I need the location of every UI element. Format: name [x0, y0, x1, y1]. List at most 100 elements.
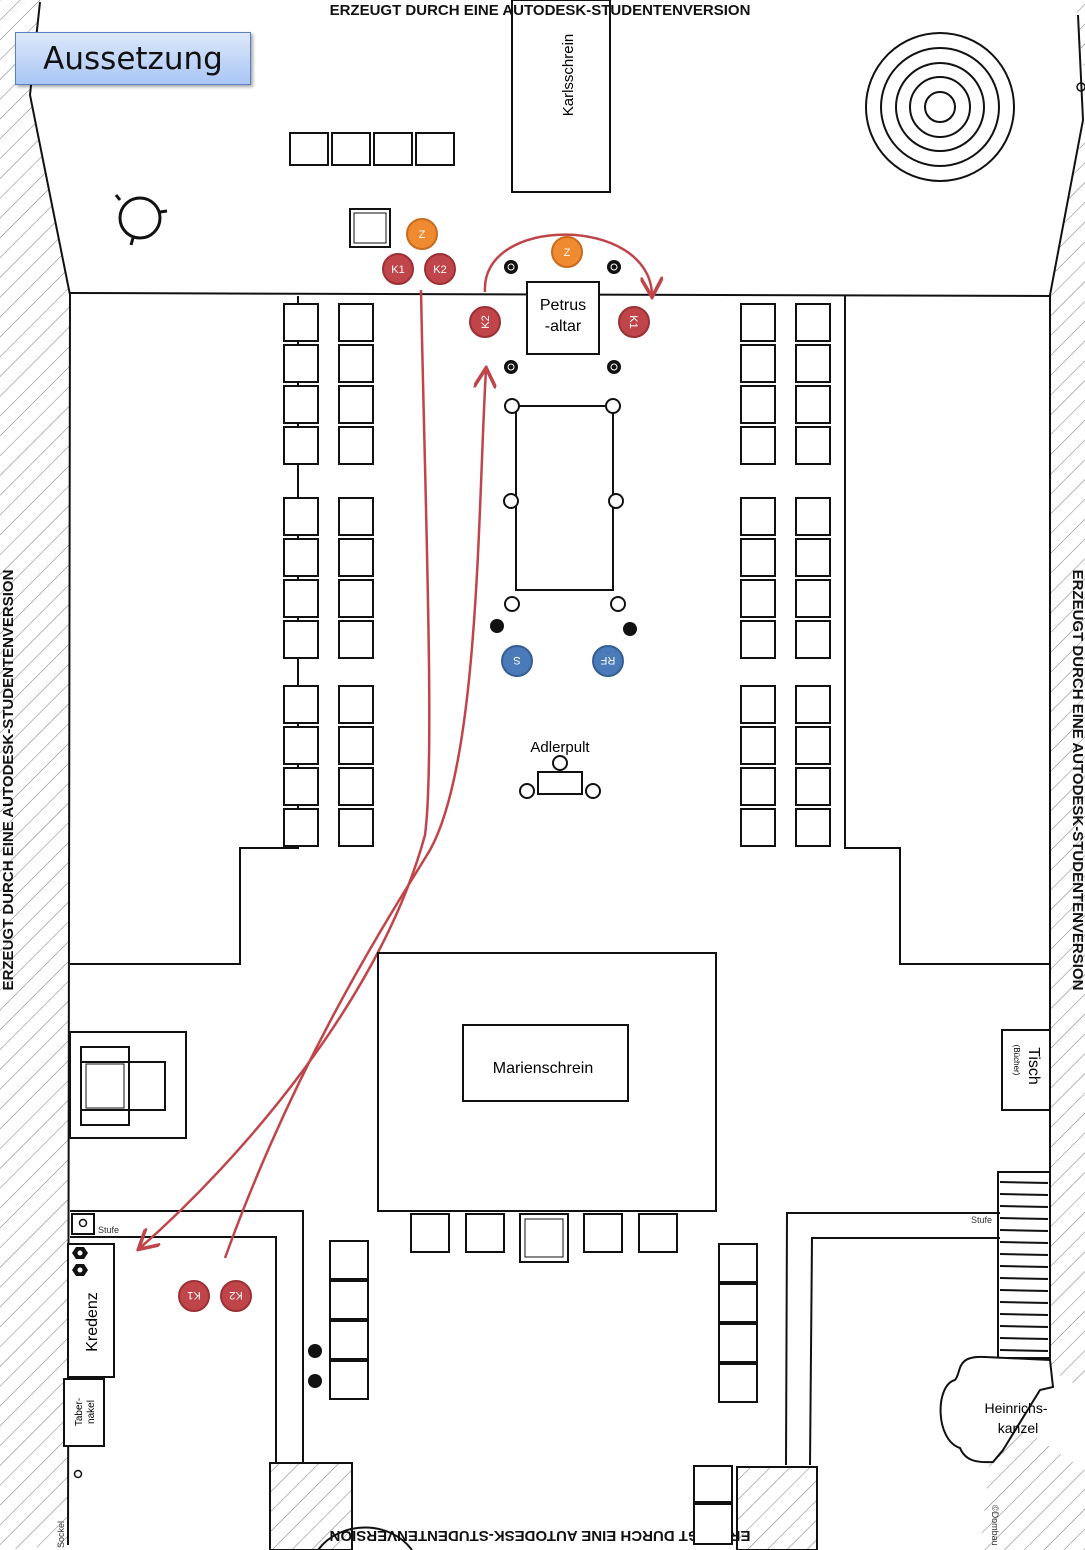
procession-paths [140, 233, 652, 1259]
stair-step [999, 1349, 1049, 1352]
stair-step [999, 1301, 1049, 1304]
pew-seat [283, 385, 319, 424]
choir-seats-top [289, 132, 455, 248]
marienschrein-label: Marienschrein [493, 1060, 593, 1077]
karlsschrein: Karlsschrein [511, 0, 611, 193]
pew-seat [283, 579, 319, 618]
role-token-k2: K2 [424, 253, 456, 285]
pew-seat [795, 767, 831, 806]
left-side-altar [69, 1031, 187, 1139]
pew-seat [740, 538, 776, 577]
pew-seat [795, 538, 831, 577]
role-token-rf: RF [592, 645, 624, 677]
candle-stand-icon [114, 194, 168, 246]
petrusaltar-label-2: -altar [545, 318, 582, 335]
pew-seat [338, 808, 374, 847]
watermark-top: ERZEUGT DURCH EINE AUTODESK-STUDENTENVER… [330, 2, 751, 19]
stairs [997, 1171, 1051, 1359]
pew-seat [740, 685, 776, 724]
watermark-right: ERZEUGT DURCH EINE AUTODESK-STUDENTENVER… [1069, 570, 1085, 991]
stair-step [999, 1325, 1049, 1328]
pew-seat [338, 303, 374, 342]
stair-step [999, 1217, 1049, 1220]
stair-step [999, 1277, 1049, 1280]
page-title: Aussetzung [15, 32, 251, 85]
tabernakel-label-1: Taber- [74, 1398, 85, 1426]
cruet-icon [72, 1247, 88, 1259]
candle-icon [607, 360, 621, 374]
pew-seat [795, 579, 831, 618]
sockel-label: Sockel [56, 1521, 66, 1548]
tabernakel-label-2: nakel [86, 1400, 97, 1424]
role-token-k2: K2 [220, 1280, 252, 1312]
small-ring [1076, 82, 1085, 92]
pew-seat [740, 579, 776, 618]
pews [283, 303, 831, 847]
pew-seat [795, 726, 831, 765]
role-token-z: Z [551, 236, 583, 268]
stair-step [999, 1193, 1049, 1196]
nave-table [503, 398, 626, 612]
pew-seat [283, 726, 319, 765]
heinrichskanzel-label-1: Heinrichs- [984, 1400, 1047, 1416]
stair-step [999, 1289, 1049, 1292]
seats-below-marienschrein [410, 1213, 678, 1263]
path-to-kredenz [140, 289, 431, 1248]
role-token-label: K2 [433, 264, 446, 276]
tisch-sub-label: (Bücher) [1012, 1045, 1021, 1076]
pew-seat [338, 344, 374, 383]
role-token-label: K1 [391, 264, 404, 276]
petrusaltar-label-1: Petrus [540, 297, 586, 314]
cruet-icon [72, 1264, 88, 1276]
pew-seat [283, 538, 319, 577]
pew-seat [283, 426, 319, 465]
pew-seat [338, 497, 374, 536]
pew-seat [795, 808, 831, 847]
candle-icon [504, 260, 518, 274]
pew-seat [740, 726, 776, 765]
pew-seat [740, 767, 776, 806]
karlsschrein-label: Karlsschrein [560, 34, 577, 117]
small-ring [73, 1469, 83, 1479]
path-around-altar [483, 233, 652, 295]
flower-markers [308, 619, 637, 1388]
pew-seat [338, 385, 374, 424]
altar-candles [504, 260, 621, 374]
pew-seat [740, 344, 776, 383]
bottom-arc [317, 1526, 413, 1550]
watermark-left: ERZEUGT DURCH EINE AUTODESK-STUDENTENVER… [0, 570, 17, 991]
pew-seat [795, 620, 831, 659]
pew-seat [338, 726, 374, 765]
kredenz: Kredenz [67, 1243, 115, 1378]
pew-seat [740, 303, 776, 342]
pew-seat [283, 767, 319, 806]
role-token-k1: K1 [178, 1280, 210, 1312]
pew-seat [740, 620, 776, 659]
role-token-label: Z [419, 229, 426, 241]
heinrichskanzel: Heinrichs- kanzel [939, 1355, 1055, 1464]
pew-seat [283, 344, 319, 383]
stufe-left-label: Stufe [98, 1225, 119, 1235]
heinrichskanzel-label-2: kanzel [998, 1420, 1038, 1436]
pew-seat [338, 426, 374, 465]
pew-seat [740, 385, 776, 424]
flower-icon [490, 619, 504, 633]
role-token-label: K2 [229, 1289, 242, 1301]
stair-step [999, 1313, 1049, 1316]
adlerpult: Adlerpult [519, 739, 601, 799]
candle-icon [607, 260, 621, 274]
role-token-label: RF [600, 654, 615, 666]
flower-icon [623, 622, 637, 636]
role-token-s: S [501, 645, 533, 677]
role-token-label: Z [564, 247, 571, 259]
stair-step [999, 1265, 1049, 1268]
pew-seat [740, 426, 776, 465]
pew-seat [283, 303, 319, 342]
side-seats [329, 1240, 758, 1545]
chandelier-rings [865, 32, 1015, 182]
pew-seat [283, 808, 319, 847]
pew-seat [795, 685, 831, 724]
pew-seat [338, 620, 374, 659]
role-token-k1: K1 [618, 306, 650, 338]
